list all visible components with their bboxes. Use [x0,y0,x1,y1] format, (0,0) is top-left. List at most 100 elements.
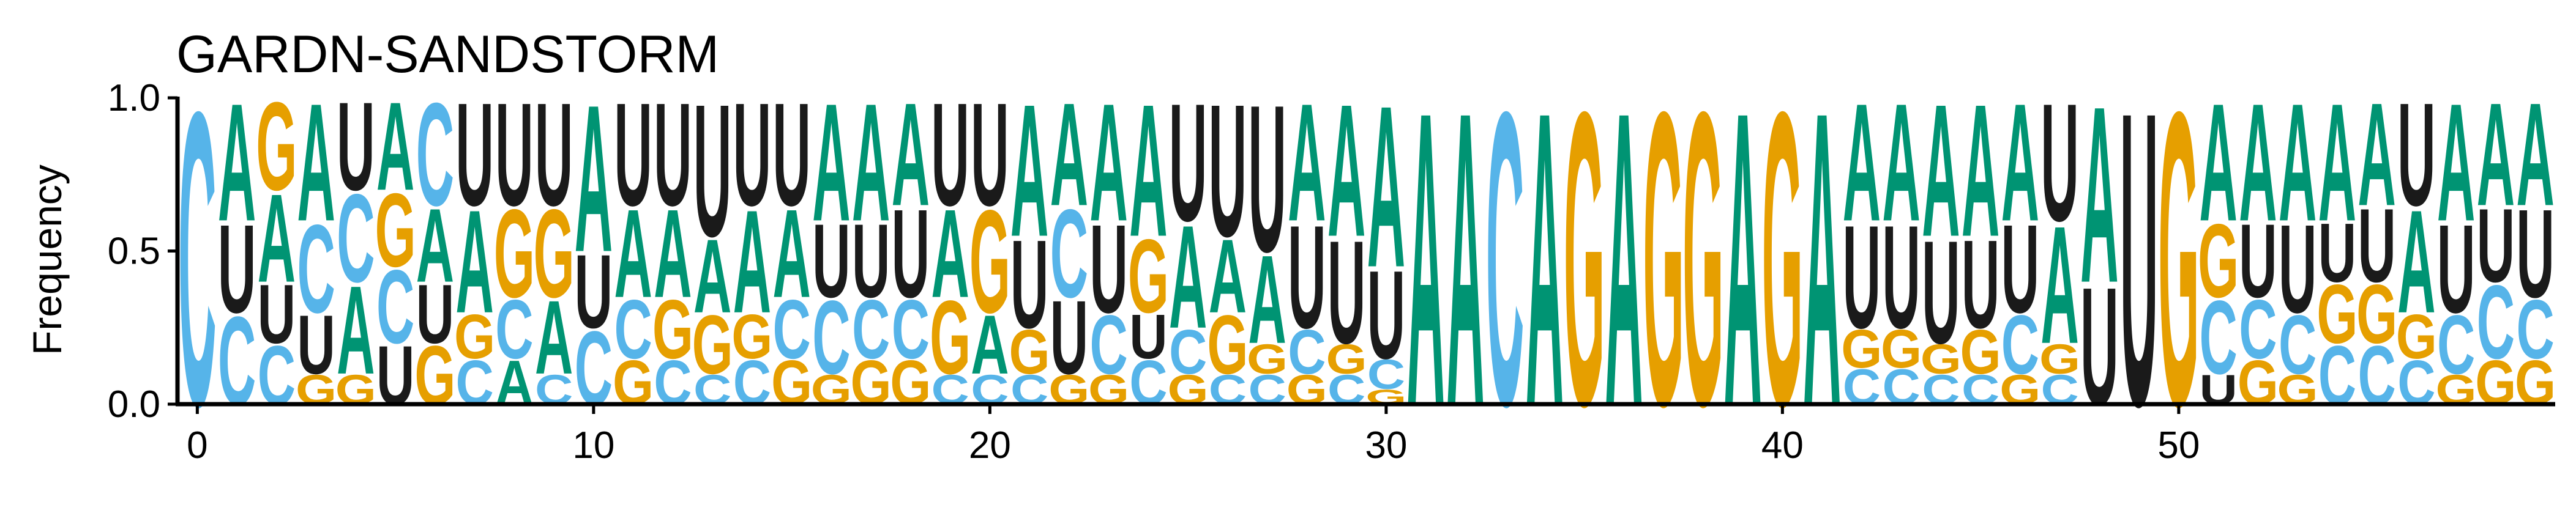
logo-letter-u: U [931,73,969,237]
logo-letter-c: C [614,283,652,377]
logo-letter-g: G [494,183,535,324]
logo-letter-c: C [337,168,375,309]
logo-letter-g: G [1881,319,1922,380]
logo-letter-u: U [2040,70,2078,257]
logo-column: G [1762,24,1803,493]
logo-letter-c: C [495,283,533,377]
logo-letter-a: A [2239,70,2277,257]
logo-letter-a: A [1526,24,1564,493]
logo-letter-u: U [495,73,533,237]
logo-letter-a: A [495,348,533,418]
logo-letter-u: U [971,73,1009,237]
logo-letter-a: A [258,168,296,309]
logo-letter-u: U [2397,73,2435,237]
logo-letter-a: A [1803,24,1841,493]
logo-letter-u: U [1248,62,1286,297]
y-axis-label: Frequency [24,164,70,355]
logo-letter-a: A [2358,73,2395,237]
logo-letter-c: C [772,283,810,377]
logo-letter-a: A [376,76,414,217]
logo-letter-g: G [1247,335,1288,382]
logo-letter-c: C [2437,298,2475,392]
logo-letter-a: A [535,279,573,396]
logo-letter-c: C [1288,317,1326,388]
logo-column: A [1803,24,1841,493]
logo-letter-a: A [1446,24,1484,493]
logo-letter-g: G [1762,24,1803,493]
logo-letter-a: A [1050,73,1088,237]
logo-letter-u: U [535,73,573,237]
logo-letter-g: G [1682,24,1723,493]
logo-letter-g: G [652,283,693,377]
logo-letter-u: U [1327,211,1365,375]
logo-letter-g: G [2515,348,2556,418]
logo-letter-u: U [1050,279,1088,396]
logo-letter-a: A [1169,196,1207,360]
logo-letter-g: G [1643,24,1684,493]
logo-letter-u: U [2318,206,2356,300]
logo-letter-a: A [971,298,1009,392]
logo-letter-c: C [654,348,692,418]
logo-letter-a: A [218,70,256,257]
logo-letter-g: G [2317,267,2358,361]
logo-letter-a: A [2437,70,2475,257]
x-tick-label: 10 [572,424,614,467]
logo-letter-g: G [2039,335,2080,382]
logo-letter-g: G [2158,24,2199,493]
logo-letter-u: U [1129,302,1167,372]
logo-letter-g: G [1564,24,1605,493]
logo-letter-a: A [2199,70,2237,257]
logo-letter-a: A [2040,192,2078,379]
logo-letter-a: A [2397,180,2435,344]
logo-column: C [178,24,216,493]
logo-letter-c: C [1050,183,1088,324]
logo-letter-c: C [376,248,414,365]
logo-letter-u: U [376,329,414,423]
logo-letter-g: G [2475,348,2516,418]
logo-letter-u: U [2437,199,2475,340]
logo-letter-u: U [654,73,692,237]
logo-letter-g: G [731,302,772,372]
logo-column: A [1406,24,1444,493]
logo-letter-c: C [2279,298,2317,392]
chart-title: GARDN-SANDSTORM [176,25,719,84]
logo-letter-c: C [2358,329,2395,423]
logo-letter-u: U [218,199,256,340]
logo-column: G [1564,24,1605,493]
logo-letter-c: C [455,348,493,418]
logo-letter-c: C [178,24,216,493]
logo-letter-a: A [1367,58,1405,316]
logo-letter-g: G [2356,267,2397,361]
logo-letter-a: A [812,70,850,257]
logo-letter-c: C [1129,348,1167,418]
logo-letter-u: U [2001,199,2039,340]
logo-column: UA [2080,55,2118,441]
logo-letter-a: A [614,183,652,324]
logo-letter-c: C [2001,298,2039,392]
logo-letter-a: A [1843,70,1881,257]
x-tick-label: 50 [2157,424,2200,467]
logo-letter-u: U [693,66,731,277]
logo-letter-a: A [1882,70,1920,257]
logo-letter-u: U [416,267,454,361]
logo-letter-u: U [772,73,810,237]
logo-letter-g: G [534,183,575,324]
